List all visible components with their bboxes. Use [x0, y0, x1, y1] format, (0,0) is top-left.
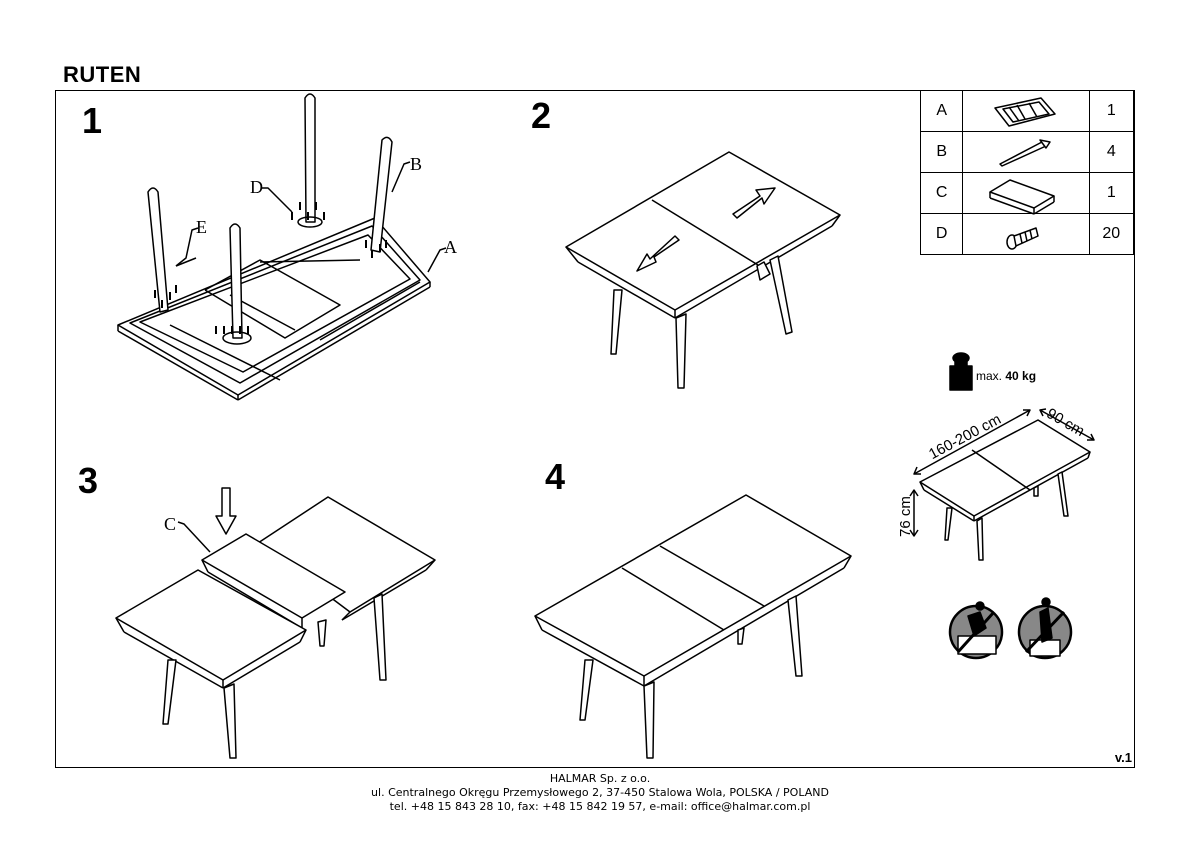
version-label: v.1: [1114, 750, 1132, 765]
part-label: B: [919, 131, 964, 173]
part-icon-cell: [962, 131, 1090, 173]
parts-table: A 1 B 4 C 1 D 20: [919, 90, 1135, 255]
footer-address: ul. Centralnego Okręgu Przemysłowego 2, …: [371, 786, 829, 799]
part-qty: 1: [1088, 90, 1135, 132]
part-label: C: [919, 172, 964, 214]
part-qty: 20: [1088, 213, 1135, 255]
part-icon-cell: [962, 90, 1090, 132]
step-number-3: 3: [78, 460, 99, 501]
step4-table-illustration: [534, 494, 852, 759]
instruction-frame: [55, 90, 1135, 768]
product-title: RUTEN: [63, 62, 142, 87]
table-row: C 1: [919, 172, 1135, 214]
weight-icon: [949, 352, 973, 391]
callout-e: E: [196, 217, 207, 237]
dimension-table-illustration: [909, 408, 1095, 561]
part-label: D: [919, 213, 964, 255]
footer: HALMAR Sp. z o.o. ul. Centralnego Okręgu…: [0, 772, 1200, 814]
max-load-value: 40 kg: [1005, 369, 1037, 383]
part-qty: 4: [1088, 131, 1135, 173]
callout-d: D: [250, 177, 263, 197]
part-icon-cell: [962, 213, 1090, 255]
part-icon-cell: [962, 172, 1090, 214]
footer-company: HALMAR Sp. z o.o.: [549, 772, 651, 785]
callout-b: B: [410, 154, 422, 174]
part-qty: 1: [1088, 172, 1135, 214]
table-row: D 20: [919, 213, 1135, 255]
step2-table-illustration: [565, 151, 841, 389]
table-row: A 1: [919, 90, 1135, 132]
no-climbing-icon: [1017, 597, 1073, 660]
max-load-label: max. 40 kg: [976, 369, 1036, 383]
dimension-height: 76 cm: [897, 496, 914, 537]
no-standing-on-table-icon: [948, 601, 1004, 660]
step-number-2: 2: [531, 95, 552, 136]
step1-frame-illustration: [117, 93, 447, 401]
step-number-4: 4: [545, 456, 566, 497]
callout-a: A: [444, 237, 457, 257]
max-load-prefix: max.: [976, 369, 1003, 383]
part-label: A: [919, 90, 964, 132]
callout-c: C: [164, 514, 176, 534]
table-row: B 4: [919, 131, 1135, 173]
step3-table-illustration: [115, 487, 436, 759]
footer-contact: tel. +48 15 843 28 10, fax: +48 15 842 1…: [389, 800, 811, 813]
step-number-1: 1: [82, 100, 103, 141]
